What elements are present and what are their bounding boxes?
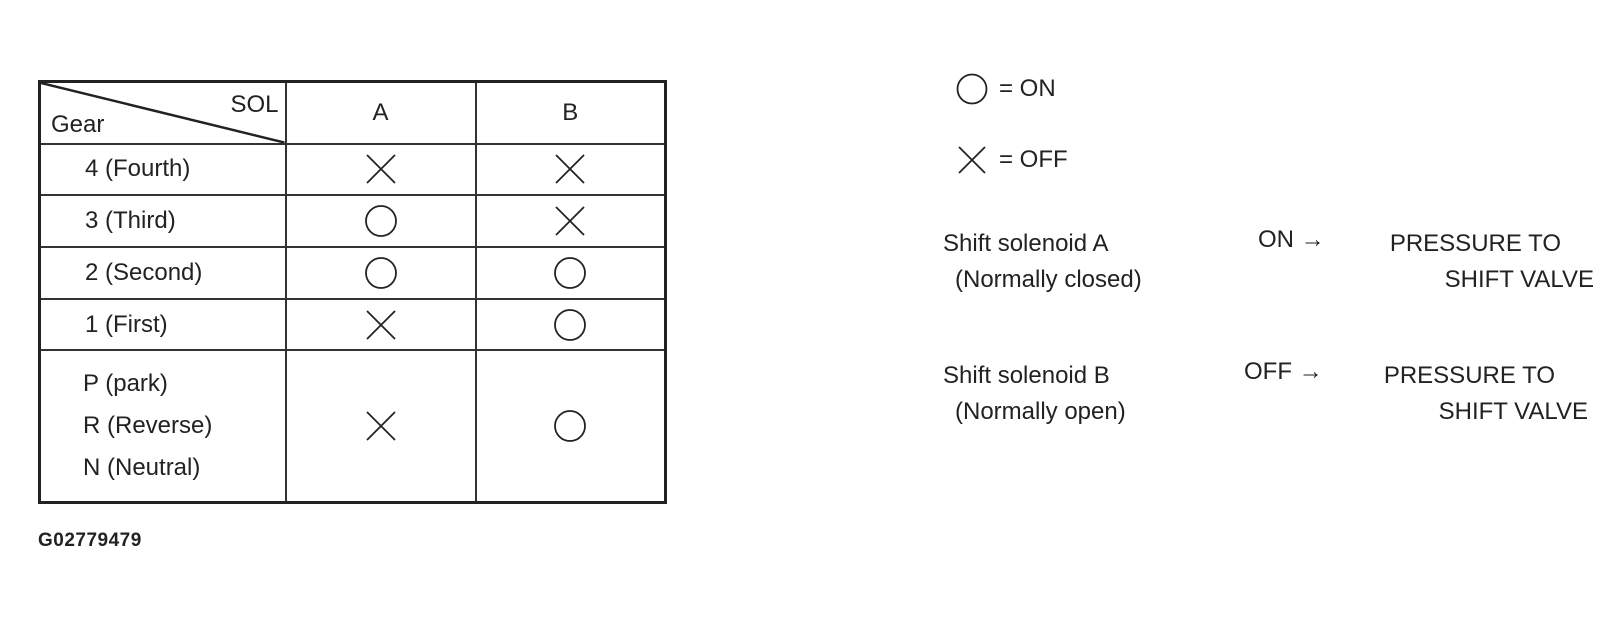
sol-a-state	[284, 142, 477, 197]
solenoid-a-name: Shift solenoid A	[943, 230, 1109, 257]
corner-sol-label: SOL	[230, 91, 279, 118]
solenoid-b-type: (Normally open)	[955, 398, 1126, 425]
gear-label: 4 (Fourth)	[38, 142, 287, 197]
solenoid-a-description: Shift solenoid A (Normally closed)	[943, 226, 1142, 298]
sol-b-state	[474, 194, 667, 248]
solenoid-b-result-line2: SHIFT VALVE	[1438, 398, 1588, 425]
cross-icon	[365, 411, 396, 441]
solenoid-a-result-line2: SHIFT VALVE	[1444, 266, 1594, 293]
table-row: 4 (Fourth)	[38, 142, 667, 197]
gear-label: R (Reverse)	[83, 412, 213, 440]
cross-icon	[555, 154, 585, 185]
corner-gear-label: Gear	[51, 110, 105, 138]
gear-label: 1 (First)	[38, 297, 287, 352]
cross-icon	[958, 146, 986, 174]
sol-a-state	[284, 349, 477, 504]
arrow-right-icon: →	[1300, 226, 1325, 253]
circle-icon	[554, 410, 587, 443]
gear-label: 3 (Third)	[38, 194, 287, 248]
arrow-right-icon: →	[1298, 358, 1323, 385]
cross-icon	[555, 206, 585, 236]
solenoid-a-type: (Normally closed)	[955, 266, 1142, 293]
sol-a-state	[284, 297, 477, 352]
solenoid-b-result: PRESSURE TO SHIFT VALVE	[1384, 358, 1588, 430]
table-row: 2 (Second)	[38, 246, 667, 300]
solenoid-b-state-text: OFF →	[1244, 358, 1323, 386]
circle-icon	[554, 256, 587, 289]
legend-on-label: = ON	[999, 75, 1056, 102]
diagonal-divider	[41, 83, 285, 143]
cross-icon	[365, 309, 396, 340]
legend-off: = OFF	[955, 143, 1068, 177]
gear-label: N (Neutral)	[83, 454, 201, 482]
gear-label-group: P (park) R (Reverse) N (Neutral)	[38, 349, 287, 504]
solenoid-b-name: Shift solenoid B	[943, 362, 1110, 389]
cross-icon	[365, 154, 396, 185]
legend-off-label: = OFF	[999, 146, 1068, 173]
sol-a-state	[284, 246, 477, 300]
legend-on: = ON	[955, 72, 1056, 106]
circle-icon	[956, 73, 988, 105]
solenoid-b-state: OFF	[1244, 358, 1292, 385]
circle-icon	[554, 308, 587, 341]
sol-b-state	[474, 349, 667, 504]
sol-b-state	[474, 246, 667, 300]
table-row: 1 (First)	[38, 297, 667, 352]
solenoid-gear-table: SOL Gear A B 4 (Fourth) 3 (Third) 2 (Sec…	[38, 80, 667, 504]
sol-b-state	[474, 297, 667, 352]
solenoid-b-result-line1: PRESSURE TO	[1383, 362, 1555, 389]
sol-b-state	[474, 142, 667, 197]
sol-a-state	[284, 194, 477, 248]
table-row: 3 (Third)	[38, 194, 667, 248]
figure-id: G02779479	[38, 530, 142, 551]
table-row: P (park) R (Reverse) N (Neutral)	[38, 349, 667, 504]
solenoid-b-description: Shift solenoid B (Normally open)	[943, 358, 1126, 430]
gear-label: P (park)	[83, 370, 168, 398]
column-header-a: A	[284, 80, 477, 145]
column-header-b: B	[474, 80, 667, 145]
solenoid-a-result-line1: PRESSURE TO	[1389, 230, 1561, 257]
gear-label: 2 (Second)	[38, 246, 287, 300]
solenoid-a-result: PRESSURE TO SHIFT VALVE	[1390, 226, 1594, 298]
table-corner-cell: SOL Gear	[38, 80, 287, 145]
circle-icon	[364, 205, 397, 238]
solenoid-a-state-text: ON →	[1258, 226, 1325, 254]
circle-icon	[364, 256, 397, 289]
table-header-row: SOL Gear A B	[38, 80, 667, 145]
solenoid-a-state: ON	[1258, 226, 1294, 253]
